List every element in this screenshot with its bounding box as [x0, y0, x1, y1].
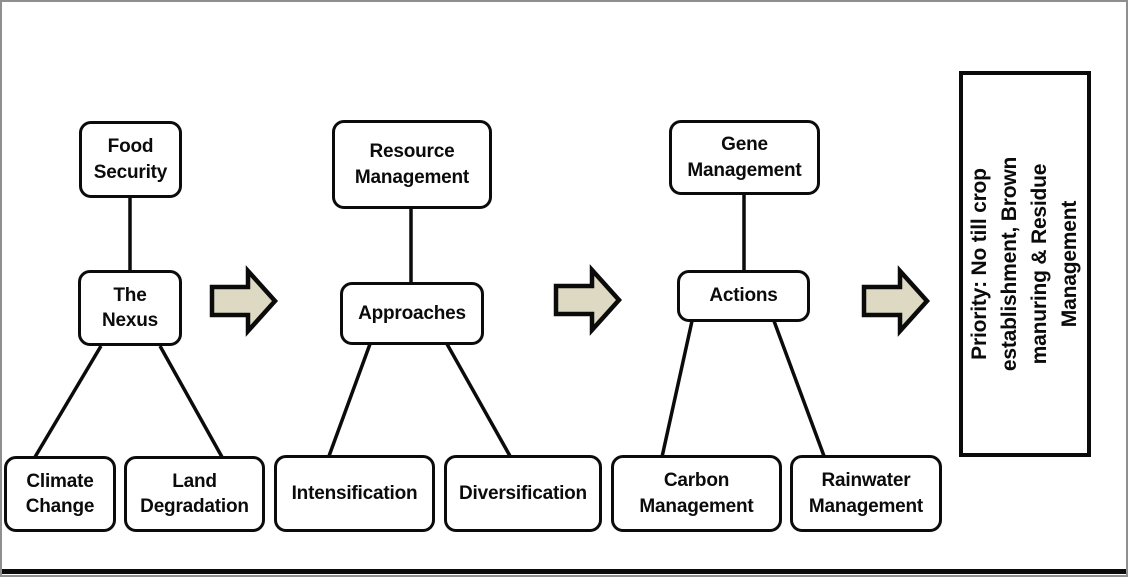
node-actions: Actions: [677, 270, 810, 322]
node-food-security: Food Security: [79, 121, 182, 198]
connector-line: [327, 343, 372, 457]
flow-arrows: [209, 264, 931, 337]
node-carbon-management: Carbon Management: [611, 455, 782, 532]
connector-line: [445, 343, 512, 457]
bottom-border-rule: [2, 569, 1126, 574]
node-gene-management: Gene Management: [669, 120, 820, 195]
connector-line: [158, 345, 224, 458]
right-arrow-icon: [209, 265, 279, 337]
node-the-nexus: The Nexus: [78, 270, 182, 346]
node-resource-management: Resource Management: [332, 120, 492, 209]
connector-line: [660, 320, 694, 458]
node-land-degradation: Land Degradation: [124, 456, 265, 532]
priority-box-label: Priority: No till crop establishment, Br…: [967, 156, 1082, 372]
right-arrow-icon: [861, 265, 931, 337]
node-approaches: Approaches: [340, 282, 484, 345]
node-diversification: Diversification: [444, 455, 602, 532]
node-rainwater-management: Rainwater Management: [790, 455, 942, 532]
connector-line: [772, 320, 826, 457]
connector-line: [33, 345, 103, 458]
right-arrow-icon: [553, 264, 623, 336]
node-climate-change: Climate Change: [4, 456, 116, 532]
priority-box: Priority: No till crop establishment, Br…: [959, 71, 1091, 457]
node-intensification: Intensification: [274, 455, 435, 532]
